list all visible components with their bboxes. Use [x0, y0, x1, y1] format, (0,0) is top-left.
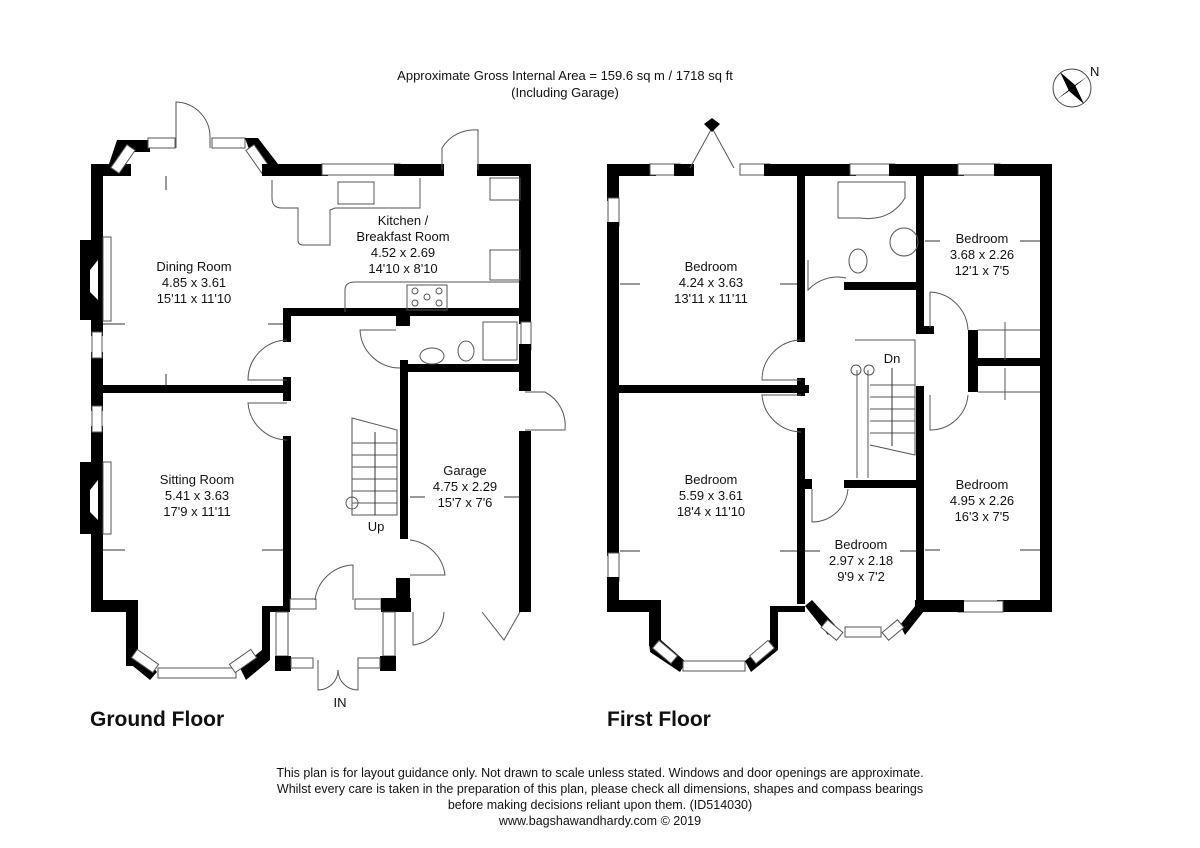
gross-area-note: (Including Garage) — [511, 85, 619, 100]
room-imperial: 14'10 x 8'10 — [368, 261, 438, 276]
room-metric: 4.95 x 2.26 — [949, 493, 1015, 508]
room-name: Dining Room — [156, 259, 232, 274]
room-name: Bedroom — [834, 537, 888, 552]
room-metric: 5.41 x 3.63 — [164, 488, 230, 503]
stairs-down-label: Dn — [883, 351, 901, 366]
room-metric: 5.59 x 3.61 — [678, 488, 744, 503]
room-name: Kitchen / — [377, 213, 429, 228]
room-bedroom-5: Bedroom 4.95 x 2.26 16'3 x 7'5 — [950, 477, 1014, 525]
room-imperial: 15'7 x 7'6 — [437, 495, 493, 510]
room-name: Sitting Room — [159, 472, 235, 487]
room-bedroom-1: Bedroom 4.24 x 3.63 13'11 x 11'11 — [674, 259, 748, 307]
room-bedroom-2: Bedroom 3.68 x 2.26 12'1 x 7'5 — [950, 231, 1014, 279]
room-metric: 4.24 x 3.63 — [678, 275, 744, 290]
website-copyright: www.bagshawandhardy.com © 2019 — [498, 814, 702, 828]
room-imperial: 12'1 x 7'5 — [954, 263, 1010, 278]
stairs-up-label: Up — [367, 519, 385, 534]
room-imperial: 16'3 x 7'5 — [954, 509, 1010, 524]
disclaimer-line-3: before making decisions reliant upon the… — [447, 798, 753, 812]
room-imperial: 18'4 x 11'10 — [676, 504, 746, 519]
gross-area-text: Approximate Gross Internal Area = 159.6 … — [397, 68, 733, 83]
room-name-line2: Breakfast Room — [356, 229, 450, 244]
compass-rose-icon — [1052, 68, 1092, 108]
room-metric: 4.52 x 2.69 — [370, 245, 436, 260]
room-imperial: 13'11 x 11'11 — [674, 291, 748, 306]
room-name: Bedroom — [955, 231, 1009, 246]
compass-north-label: N — [1090, 64, 1100, 79]
room-bedroom-3: Bedroom 5.59 x 3.61 18'4 x 11'10 — [677, 472, 745, 520]
room-sitting-room: Sitting Room 5.41 x 3.63 17'9 x 11'11 — [160, 472, 234, 520]
room-metric: 4.75 x 2.29 — [432, 479, 498, 494]
room-metric: 2.97 x 2.18 — [828, 553, 894, 568]
room-bedroom-4: Bedroom 2.97 x 2.18 9'9 x 7'2 — [829, 537, 893, 585]
room-imperial: 9'9 x 7'2 — [837, 569, 885, 584]
disclaimer-line-2: Whilst every care is taken in the prepar… — [276, 782, 924, 796]
stairs-down — [850, 339, 916, 478]
disclaimer-footer: This plan is for layout guidance only. N… — [276, 765, 923, 829]
first-floor-title: First Floor — [607, 708, 711, 731]
disclaimer-line-1: This plan is for layout guidance only. N… — [276, 766, 924, 780]
room-name: Garage — [443, 463, 487, 478]
room-imperial: 17'9 x 11'11 — [163, 504, 231, 519]
room-imperial: 15'11 x 11'10 — [156, 291, 232, 306]
first-floor-walls — [607, 118, 1052, 672]
dimension-arrows — [103, 176, 1040, 552]
room-name: Bedroom — [955, 477, 1009, 492]
room-kitchen: Kitchen / Breakfast Room 4.52 x 2.69 14'… — [356, 213, 449, 277]
entrance-label: IN — [333, 695, 347, 710]
room-name: Bedroom — [684, 472, 738, 487]
stairs-up — [345, 417, 398, 516]
room-dining-room: Dining Room 4.85 x 3.61 15'11 x 11'10 — [156, 259, 231, 307]
ground-floor-walls — [80, 101, 566, 691]
ground-floor-title: Ground Floor — [90, 708, 225, 731]
room-metric: 3.68 x 2.26 — [949, 247, 1015, 262]
room-name: Bedroom — [684, 259, 738, 274]
room-garage: Garage 4.75 x 2.29 15'7 x 7'6 — [433, 463, 497, 511]
room-metric: 4.85 x 3.61 — [161, 275, 227, 290]
